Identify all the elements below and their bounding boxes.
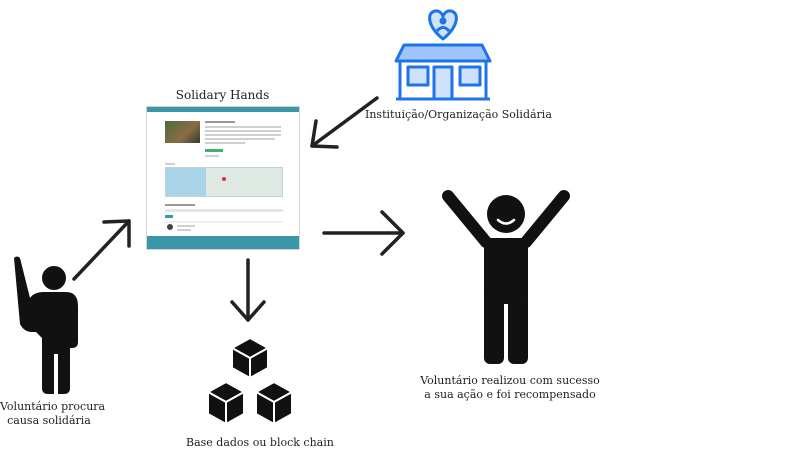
volunteer-label: Voluntário procura causa solidária xyxy=(0,400,106,428)
arrow-institution-to-website xyxy=(310,96,379,149)
mockup-map-water xyxy=(166,168,206,196)
mockup-text-line xyxy=(177,225,195,227)
mockup-divider xyxy=(165,221,283,223)
mockup-input xyxy=(165,209,283,212)
mockup-text-line xyxy=(205,121,235,123)
institution-label: Instituição/Organização Solidária xyxy=(365,108,552,121)
avatar xyxy=(167,224,173,230)
volunteer-label-line: causa solidária xyxy=(7,414,91,427)
website-mockup xyxy=(146,106,300,250)
map-pin-icon xyxy=(222,177,226,181)
success-label-line: Voluntário realizou com sucesso xyxy=(420,374,600,387)
mockup-text-line xyxy=(205,155,219,157)
mockup-photo xyxy=(165,121,200,143)
mockup-text-line xyxy=(165,204,195,206)
arrow-website-to-database xyxy=(230,258,266,322)
mockup-text-line xyxy=(165,163,175,165)
success-label-line: a sua ação e foi recompensado xyxy=(424,388,596,401)
mockup-text-line xyxy=(205,130,281,132)
celebrating-person-icon xyxy=(442,190,570,364)
mockup-button xyxy=(205,149,223,152)
website-title: Solidary Hands xyxy=(175,88,270,102)
mockup-text-line xyxy=(205,134,281,136)
mockup-text-line xyxy=(205,142,245,144)
mockup-map xyxy=(165,167,283,197)
database-label: Base dados ou block chain xyxy=(186,436,334,449)
house-heart-icon xyxy=(394,9,492,101)
waving-person-icon xyxy=(14,256,78,394)
volunteer-label-line: Voluntário procura xyxy=(0,400,106,413)
success-label: Voluntário realizou com sucesso a sua aç… xyxy=(420,374,600,402)
mockup-text-line xyxy=(205,126,281,128)
mockup-text-line xyxy=(177,229,191,231)
mockup-submit xyxy=(165,215,173,218)
mockup-header xyxy=(147,107,299,112)
mockup-footer xyxy=(147,236,299,249)
cubes-icon xyxy=(207,337,293,425)
arrow-website-to-success xyxy=(322,210,405,256)
arrow-volunteer-to-website xyxy=(72,219,131,281)
mockup-text-line xyxy=(205,138,275,140)
